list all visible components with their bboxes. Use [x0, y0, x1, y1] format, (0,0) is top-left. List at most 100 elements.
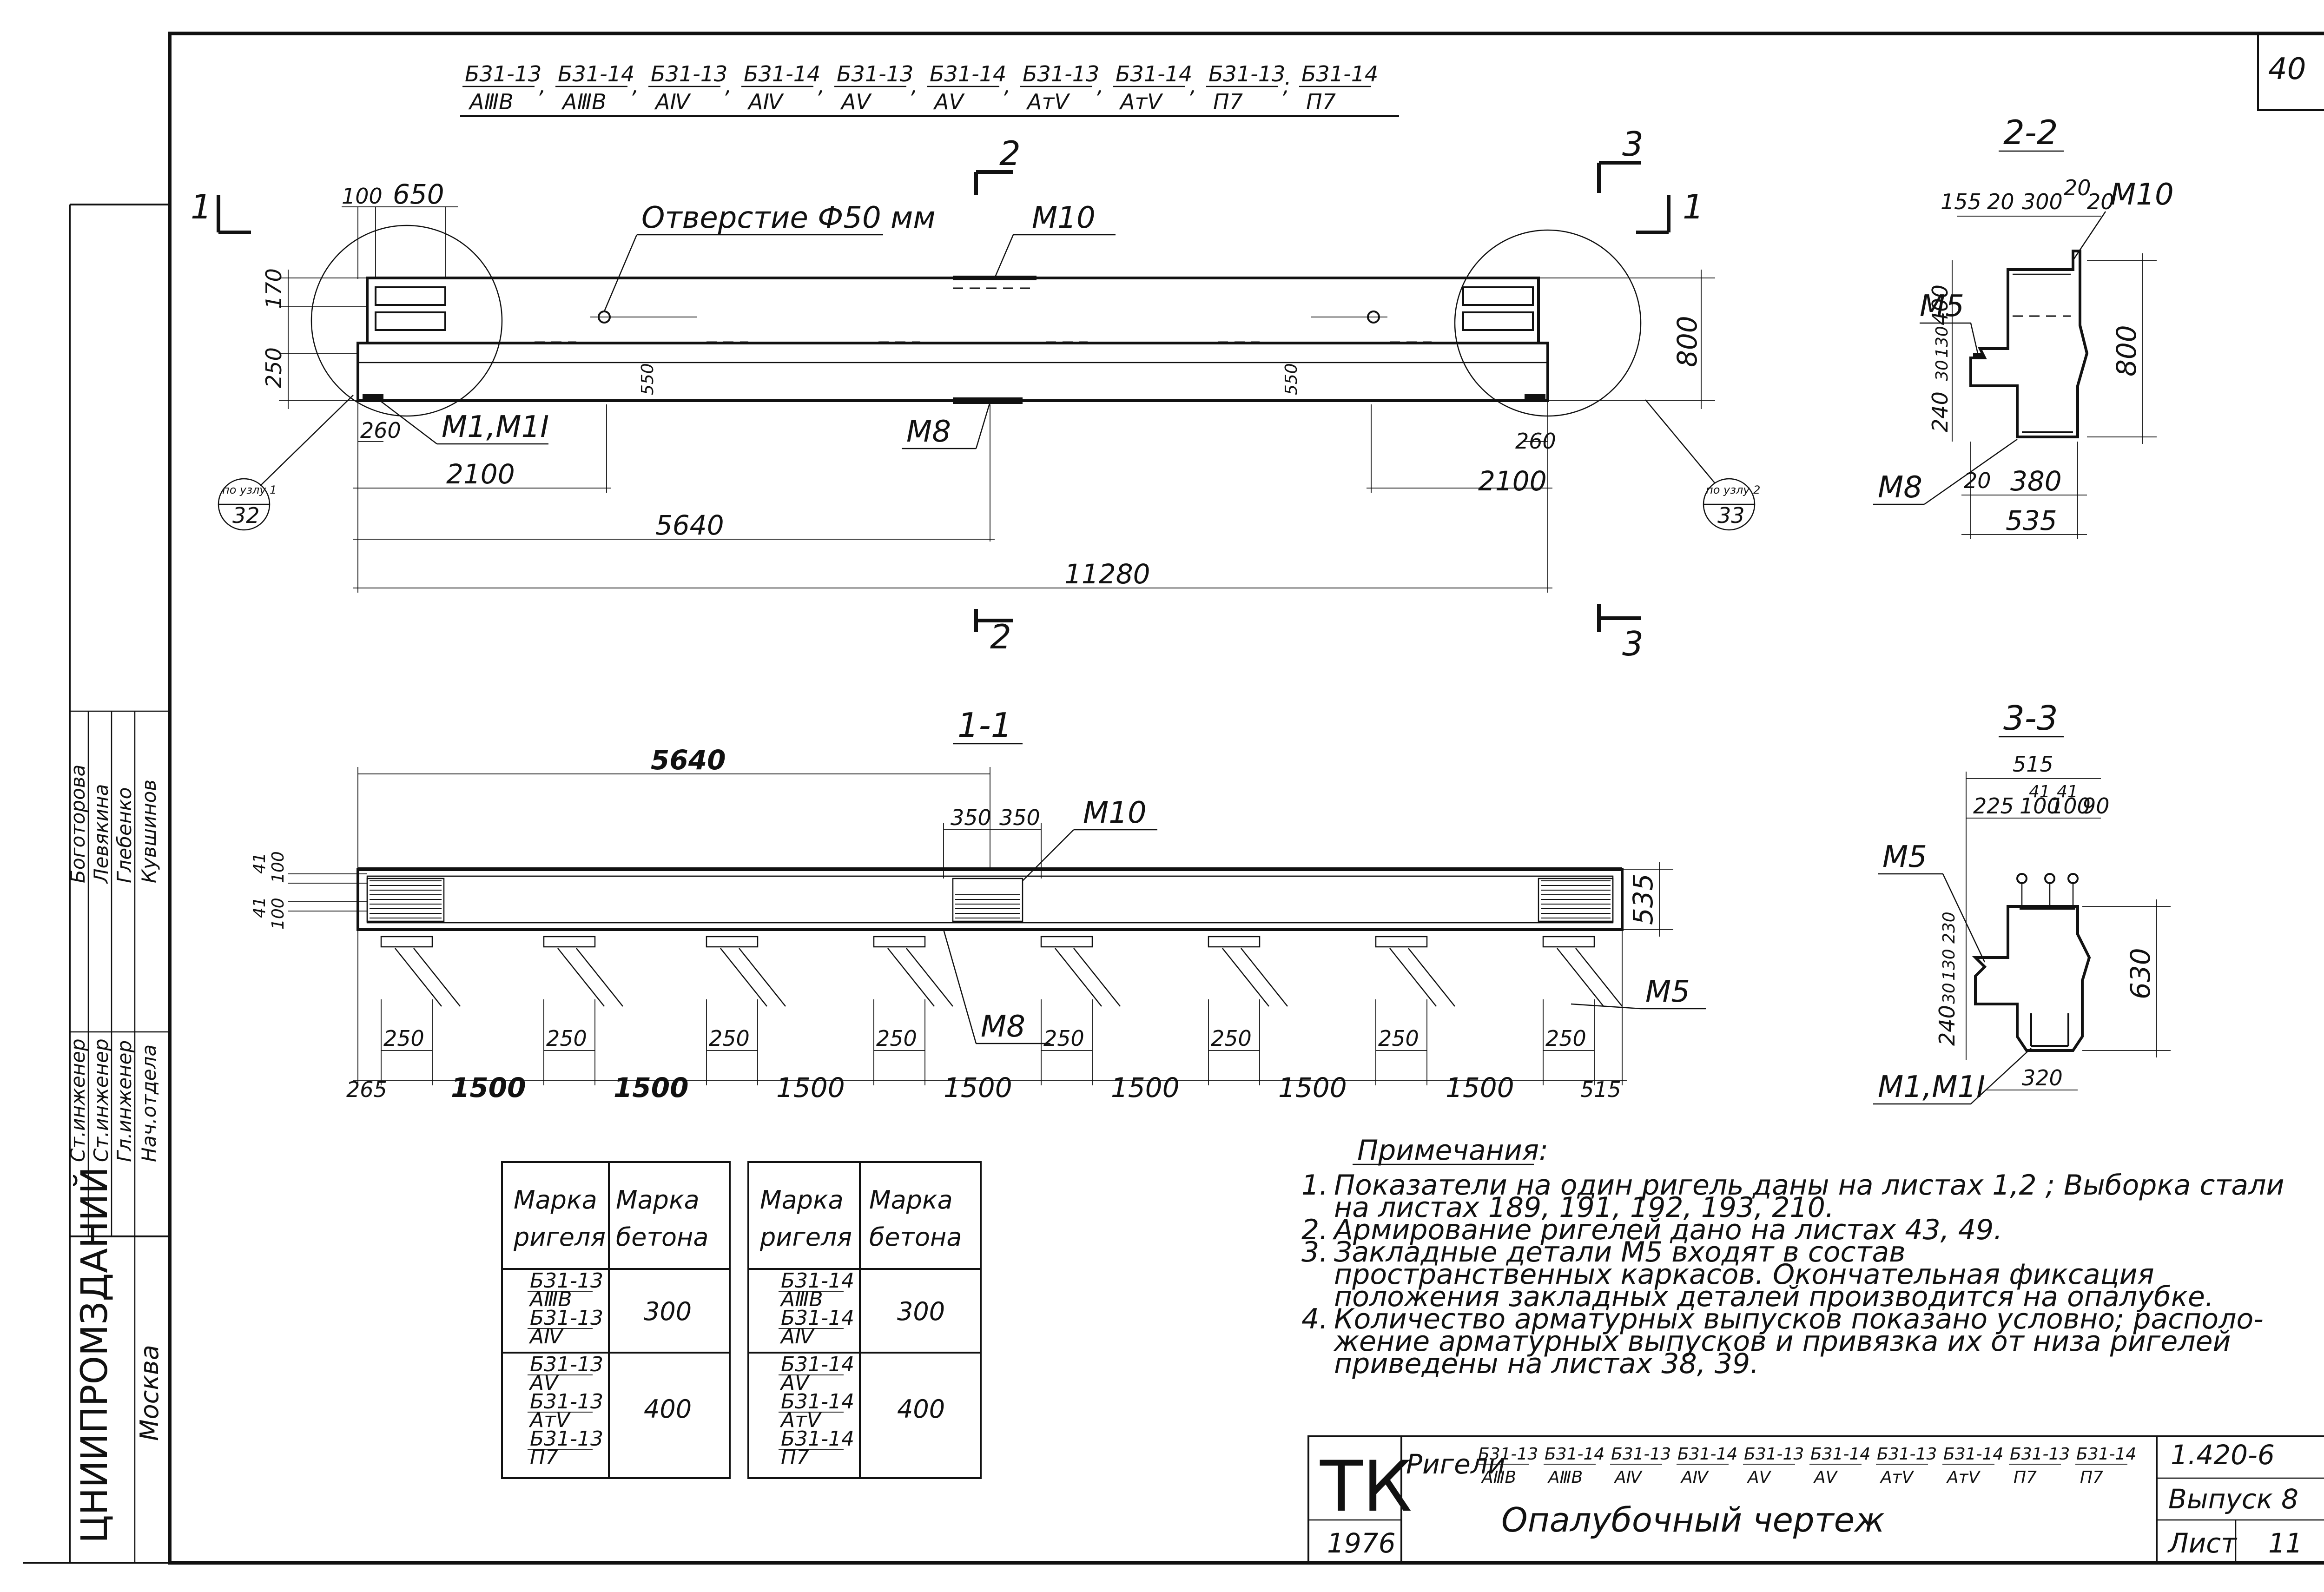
table-mark: Б31-13	[530, 1269, 603, 1293]
spacing-label: 1500	[776, 1072, 845, 1103]
svg-text:3-3: 3-3	[2003, 699, 2058, 738]
svg-text:М10: М10	[1083, 796, 1147, 830]
plate-m5	[706, 936, 759, 948]
svg-text:240: 240	[1934, 1005, 1960, 1046]
side-role-3: Гл.инженер	[113, 1040, 136, 1162]
spacing-label: 1500	[1278, 1072, 1347, 1103]
stamp-mark-num: Б31-13	[2010, 1445, 2070, 1464]
svg-text:,: ,	[1097, 73, 1104, 98]
svg-text:33: 33	[1717, 503, 1745, 528]
top-mark-num: Б31-14	[744, 61, 820, 86]
m8-label: М8	[906, 415, 951, 449]
svg-text:515: 515	[2013, 752, 2053, 777]
svg-text:400: 400	[1928, 284, 1953, 325]
stamp-drawing-title: Опалубочный чертеж	[1501, 1500, 1885, 1539]
svg-text:30: 30	[1940, 983, 1959, 1004]
note-line: Закладные детали М5 входят в состав	[1334, 1236, 1906, 1268]
svg-text:М5: М5	[1920, 289, 1964, 324]
stamp-mark-den: АⅢВ	[1481, 1468, 1516, 1487]
table-mark: АⅢВ	[528, 1288, 572, 1311]
svg-text:260: 260	[1515, 429, 1556, 454]
svg-text:5640: 5640	[655, 509, 724, 541]
note-number: 2.	[1301, 1214, 1328, 1246]
svg-text:630: 630	[2125, 948, 2156, 999]
svg-text:11280: 11280	[1064, 558, 1150, 590]
svg-text:по узлу 2: по узлу 2	[1706, 483, 1760, 496]
note-line: на листах 189, 191, 192, 193, 210.	[1334, 1191, 1834, 1224]
section-2-2: 2-2 155 20 300 20 20 М10 М5 400 30 130 2…	[1873, 113, 2174, 539]
svg-text:130: 130	[1940, 949, 1959, 981]
table-mark: Б31-13	[530, 1390, 603, 1414]
stamp-mark-num: Б31-13	[1611, 1445, 1671, 1464]
svg-text:1: 1	[1683, 187, 1704, 226]
stamp-mark-den: П7	[2080, 1468, 2103, 1487]
top-mark-den: АтⅤ	[1026, 89, 1070, 114]
side-org: ЦНИИПРОМЗДАНИЙ	[73, 1167, 116, 1543]
table-header: бетона	[869, 1222, 962, 1252]
svg-text:1: 1	[191, 187, 212, 226]
svg-text:,: ,	[818, 73, 825, 98]
svg-text:380: 380	[2010, 465, 2062, 497]
plate-m5	[873, 936, 926, 948]
stamp-year: 1976	[1327, 1527, 1396, 1559]
table-mark: АⅤ	[528, 1371, 559, 1395]
stamp-mark-num: Б31-13	[1744, 1445, 1804, 1464]
svg-text:,: ,	[539, 73, 546, 98]
stamp-mark-num: Б31-14	[1677, 1445, 1737, 1464]
svg-text:41: 41	[2029, 782, 2050, 801]
table-header: Марка	[760, 1185, 844, 1215]
svg-text:535: 535	[1627, 873, 1659, 925]
stamp-mark-den: АтⅤ	[1946, 1468, 1981, 1487]
svg-text:по узлу 1: по узлу 1	[222, 483, 277, 496]
svg-text:350: 350	[951, 805, 991, 830]
svg-text:535: 535	[2006, 505, 2057, 536]
svg-text:260: 260	[360, 418, 401, 443]
plate-m5	[1040, 936, 1093, 948]
stamp-mark-num: Б31-14	[1810, 1445, 1870, 1464]
table-mark: П7	[781, 1446, 809, 1469]
spacing-label: 1500	[1446, 1072, 1514, 1103]
top-mark-num: Б31-13	[1208, 61, 1285, 86]
table-mark: Б31-14	[781, 1269, 854, 1293]
svg-text:800: 800	[1671, 316, 1703, 367]
svg-text:225: 225	[1973, 793, 2014, 819]
top-mark-num: Б31-14	[1301, 61, 1378, 86]
stamp-mark-den: АⅤ	[1747, 1468, 1772, 1487]
top-mark-den: АⅣ	[654, 89, 691, 114]
top-mark-num: Б31-13	[651, 61, 727, 86]
top-mark-den: АⅤ	[933, 89, 965, 114]
side-role-1: Ст.инженер	[66, 1038, 89, 1162]
svg-text:250: 250	[261, 347, 286, 388]
plate-m5	[1542, 936, 1595, 948]
m1-label: М1,М1I	[442, 410, 549, 444]
svg-text:5640: 5640	[651, 744, 726, 776]
top-mark-num: Б31-14	[1116, 61, 1192, 86]
stamp-mark-den: АⅤ	[1813, 1468, 1838, 1487]
plate-m5	[380, 936, 433, 948]
svg-text:100: 100	[2050, 793, 2091, 819]
notes-title: Примечания:	[1357, 1134, 1548, 1167]
spacing-label: 1500	[451, 1072, 526, 1103]
table-header: бетона	[616, 1222, 708, 1252]
stamp-mark-num: Б31-13	[1877, 1445, 1937, 1464]
plate-width-label: 250	[1211, 1026, 1252, 1051]
svg-text:41: 41	[250, 852, 269, 874]
spacing-label: 1500	[614, 1072, 688, 1103]
side-name-4: Кувшинов	[138, 779, 160, 883]
top-title: Б31-13АⅢВ,Б31-14АⅢВ,Б31-13АⅣ,Б31-14АⅣ,Б3…	[462, 61, 1378, 114]
top-mark-den: П7	[1213, 89, 1243, 114]
svg-text:515: 515	[1580, 1077, 1621, 1102]
table-header: ригеля	[759, 1222, 852, 1252]
note-line: пространственных каркасов. Окончательная…	[1334, 1258, 2154, 1291]
table-mark: АⅤ	[779, 1371, 810, 1395]
svg-text:230: 230	[1940, 912, 1959, 944]
plate-width-label: 250	[1043, 1026, 1084, 1051]
svg-text:2-2: 2-2	[2003, 113, 2058, 152]
svg-text:32: 32	[232, 503, 260, 528]
top-mark-den: П7	[1306, 89, 1336, 114]
svg-text:2: 2	[990, 617, 1011, 656]
table-mark: П7	[530, 1446, 558, 1469]
stamp-mark-den: АтⅤ	[1880, 1468, 1915, 1487]
svg-text:,: ,	[725, 73, 732, 98]
svg-text:М8: М8	[1878, 470, 1922, 505]
